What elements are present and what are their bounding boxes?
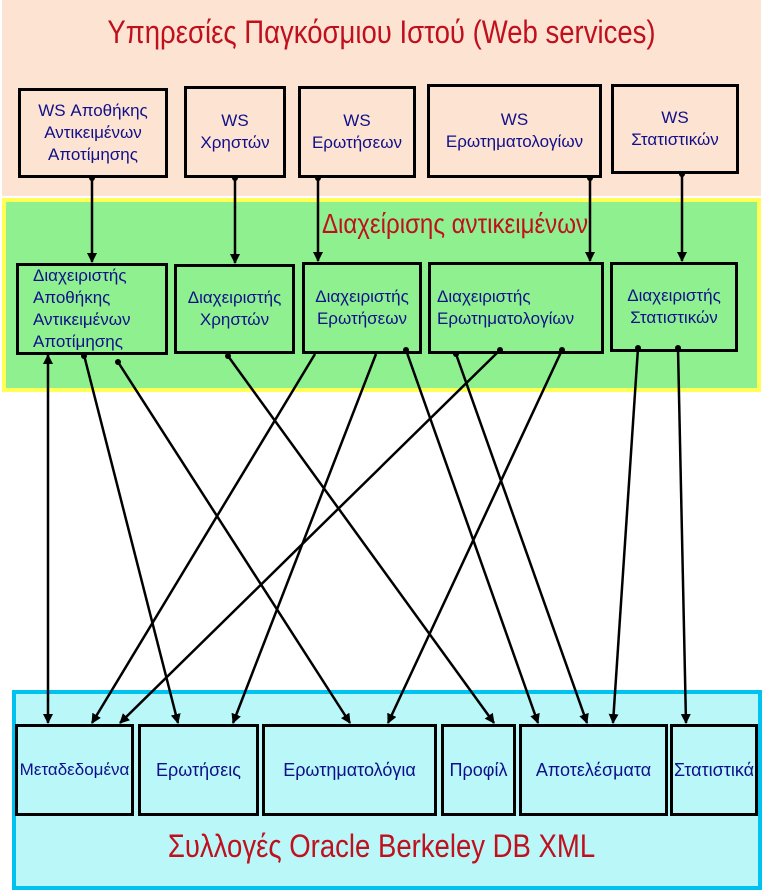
ws-questions-label: WS Ερωτήσεων — [311, 111, 403, 152]
db-metadata-box: Μεταδεδομένα — [15, 724, 134, 816]
mgr-users-box: Διαχειριστής Χρηστών — [174, 264, 295, 354]
mgr-statistics-box: Διαχειριστής Στατιστικών — [610, 262, 738, 352]
db-questionnaires-box: Ερωτηματολόγια — [262, 724, 437, 816]
ws-repository-label: WS Αποθήκης Αντικειμένων Αποτίμησης — [38, 101, 148, 164]
mgr-questionnaires-label: Διαχειριστής Ερωτηματολογίων — [437, 287, 575, 328]
arrow-mgr-questionnaires-to-results — [454, 353, 589, 724]
ws-statistics-label: WS Στατιστικών — [631, 108, 719, 149]
web-services-title: Υπηρεσίες Παγκόσμιου Ιστού (Web services… — [107, 14, 656, 50]
ws-statistics-box: WS Στατιστικών — [611, 84, 739, 174]
arrow-mgr-users-to-profile — [226, 355, 496, 724]
arrow-mgr-statistics-to-results — [608, 347, 640, 724]
object-managers-title: Διαχείρισης αντικειμένων — [321, 208, 589, 239]
db-profile-label: Προφίλ — [449, 760, 508, 780]
arrow-mgr-questions-to-questions — [231, 353, 378, 724]
db-questions-label: Ερωτήσεις — [156, 760, 241, 780]
db-profile-box: Προφίλ — [441, 724, 516, 816]
mgr-questions-label: Διαχειριστής Ερωτήσεων — [315, 287, 409, 328]
mgr-users-label: Διαχειριστής Χρηστών — [187, 288, 282, 329]
ws-questions-box: WS Ερωτήσεων — [298, 86, 416, 178]
arrow-mgr-repo-to-questions — [82, 354, 181, 724]
arrow-mgr-repo-to-questionnaires — [116, 361, 352, 724]
ws-questionnaires-box: WS Ερωτηματολογίων — [427, 84, 602, 178]
arrow-mgr-questionnaires-to-questionnaires — [386, 349, 564, 724]
db-results-box: Αποτελέσματα — [519, 724, 668, 816]
ws-users-box: WS Χρηστών — [184, 86, 286, 178]
arrow-mgr-questionnaires-to-metadata — [119, 349, 501, 724]
mgr-questions-box: Διαχειριστής Ερωτήσεων — [302, 262, 422, 354]
mgr-statistics-label: Διαχειριστής Στατιστικών — [627, 286, 721, 327]
mgr-repository-box: Διαχειριστής Αποθήκης Αντικειμένων Αποτί… — [16, 263, 168, 355]
arrow-mgr-statistics-to-statistics — [676, 347, 691, 724]
db-collections-title: Συλλογές Oracle Berkeley DB XML — [167, 828, 596, 864]
db-questions-box: Ερωτήσεις — [138, 724, 259, 816]
db-statistics-box: Στατιστικά — [670, 724, 758, 816]
arrow-mgr-questions-to-metadata — [90, 353, 317, 724]
mgr-repository-label: Διαχειριστής Αποθήκης Αντικειμένων Αποτί… — [33, 266, 131, 351]
db-statistics-label: Στατιστικά — [673, 760, 755, 780]
arrow-mgr-questions-to-results — [404, 349, 540, 724]
db-metadata-label: Μεταδεδομένα — [19, 760, 130, 779]
ws-users-label: WS Χρηστών — [200, 111, 270, 152]
mgr-questionnaires-box: Διαχειριστής Ερωτηματολογίων — [428, 262, 604, 354]
db-results-label: Αποτελέσματα — [535, 760, 652, 780]
db-questionnaires-label: Ερωτηματολόγια — [283, 760, 416, 780]
ws-questionnaires-label: WS Ερωτηματολογίων — [445, 110, 584, 151]
